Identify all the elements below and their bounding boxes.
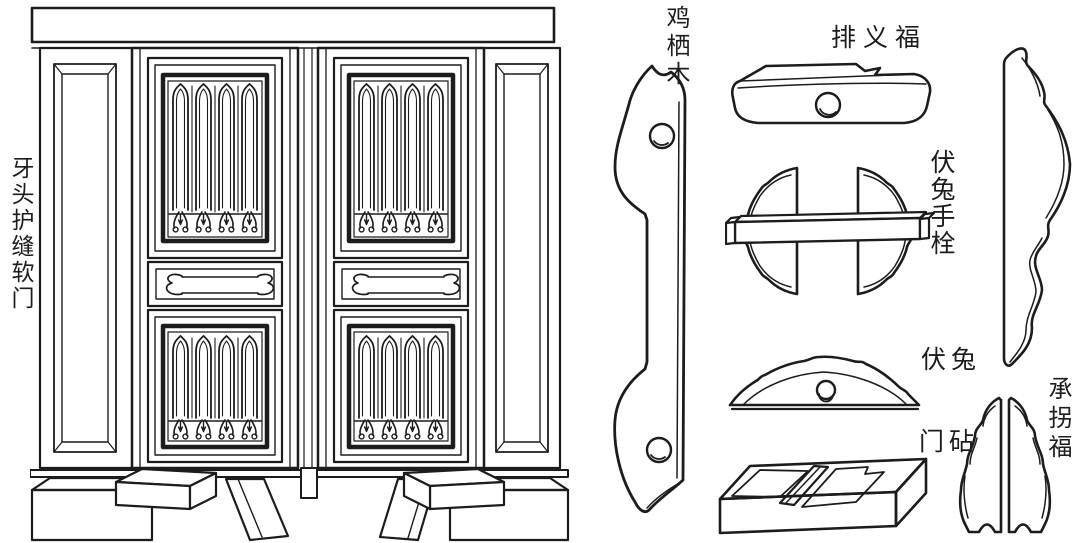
door-lintel <box>30 6 556 49</box>
door-left-leaf <box>130 46 300 470</box>
futu-drawing <box>722 350 928 414</box>
part-label-chengguaifu: 承拐福 <box>1044 376 1072 463</box>
door-right-jamb <box>482 46 562 470</box>
jiqimu-drawing <box>605 52 710 542</box>
door-label: 牙头护缝软门 <box>7 156 33 312</box>
door-sill <box>30 469 569 478</box>
moulded-batten-drawing <box>990 34 1074 380</box>
menzhen-drawing <box>708 444 938 543</box>
part-label-paiyifu: 排义福 <box>831 23 928 52</box>
door-right-foot <box>378 467 570 542</box>
futu-shoushuan-drawing <box>725 162 935 302</box>
door-left-foot <box>30 467 290 542</box>
chengguaifu-drawing <box>955 392 1055 543</box>
door-left-jamb <box>38 46 134 470</box>
door-centre-mullion <box>296 46 320 470</box>
part-label-futu-shoushuan: 伏兔手栓 <box>927 149 956 257</box>
part-label-futu: 伏兔 <box>921 345 982 374</box>
mullion-foot <box>300 467 318 499</box>
paiyifu-drawing <box>728 58 940 130</box>
door-right-leaf <box>316 46 486 470</box>
part-label-menzhen: 门砧 <box>919 427 980 456</box>
door-drawing <box>30 4 570 543</box>
